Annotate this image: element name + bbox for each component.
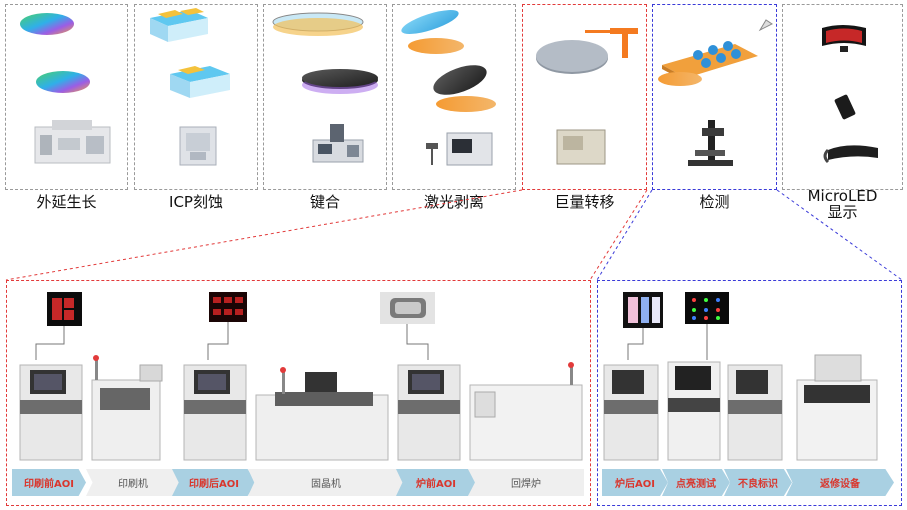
- stage-label-inspection: 检测: [699, 193, 730, 211]
- step-lighting-test: 点亮测试: [662, 469, 730, 496]
- stage-box-bonding: [263, 4, 387, 190]
- aoi-machine-4: [603, 364, 659, 461]
- step-defect-marking: 不良标识: [724, 469, 792, 496]
- monitor-icon: [822, 25, 866, 52]
- stage-box-inspection: [652, 4, 777, 190]
- die-bonder-machine: [255, 367, 389, 461]
- aoi-image-thumb-1: [47, 292, 82, 326]
- stage-box-mass-transfer: [522, 4, 647, 190]
- step-printer: 印刷机: [86, 469, 180, 496]
- step-reflow-oven: 回焊炉: [468, 469, 584, 496]
- inspection-process-frame: [597, 280, 902, 506]
- aoi-machine-3: [397, 364, 461, 461]
- step-post-print-aoi: 印刷后AOI: [172, 469, 256, 496]
- epitaxy-wafer-icon: [20, 13, 90, 93]
- stage-illustrations: [20, 8, 878, 166]
- process-machines: [19, 292, 878, 461]
- mass-transfer-process-frame: [6, 280, 591, 506]
- step-die-bonder: 固晶机: [248, 469, 404, 496]
- mass-transfer-wafer-icon: [536, 28, 638, 74]
- epitaxy-machine-icon: [34, 120, 111, 164]
- mass-transfer-machine-icon: [556, 129, 606, 165]
- laser-liftoff-wafer-icon: [401, 10, 496, 112]
- inspection-wafer-icon: [658, 19, 773, 86]
- repair-machine: [796, 354, 878, 461]
- reflow-oven-machine: [469, 362, 583, 461]
- laser-liftoff-machine-icon: [426, 132, 493, 166]
- aoi-image-thumb-5: [685, 292, 729, 324]
- step-repair: 返修设备: [786, 469, 894, 496]
- aoi-machine-2: [183, 364, 247, 461]
- bonding-wafer-icon: [272, 12, 378, 94]
- step-pre-print-aoi: 印刷前AOI: [12, 469, 86, 496]
- vr-headset-icon: [823, 145, 878, 164]
- icp-machine-icon: [179, 126, 217, 166]
- inspection-microscope-icon: [688, 120, 733, 166]
- stage-box-epitaxy: [5, 4, 128, 190]
- icp-layers-icon: [150, 8, 230, 98]
- phone-icon: [834, 94, 856, 120]
- stage-box-icp: [134, 4, 258, 190]
- aoi-machine-1: [19, 364, 83, 461]
- lighting-test-machine: [667, 361, 721, 461]
- step-post-oven-aoi: 炉后AOI: [602, 469, 668, 496]
- printer-machine: [91, 355, 163, 461]
- aoi-image-thumb-3: [380, 292, 435, 324]
- aoi-image-thumb-4: [623, 292, 663, 328]
- aoi-image-thumb-2: [209, 292, 247, 322]
- stage-box-laser-liftoff: [392, 4, 516, 190]
- step-pre-oven-aoi: 炉前AOI: [396, 469, 476, 496]
- bonding-machine-icon: [312, 124, 364, 163]
- stage-box-microled-display: [782, 4, 903, 190]
- defect-marking-machine: [727, 364, 783, 461]
